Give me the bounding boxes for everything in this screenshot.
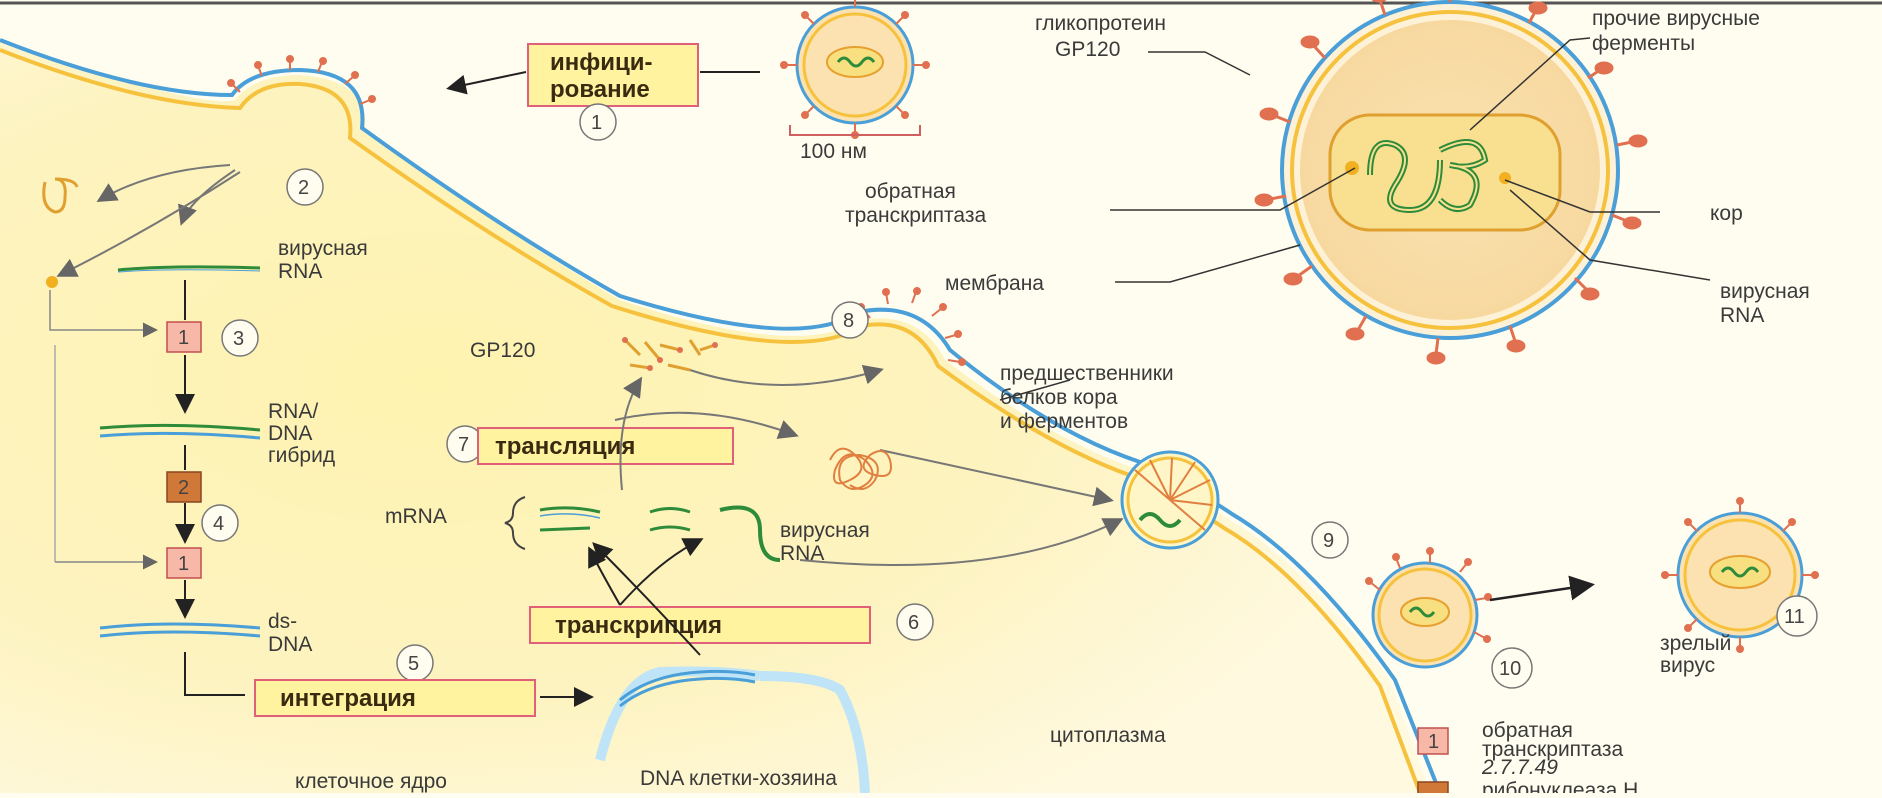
- maturation-arrow: [1490, 585, 1590, 600]
- step-number-8: 8: [843, 310, 854, 332]
- reverse-transcriptase-dot: [46, 276, 58, 288]
- viral-rna-top-label-1: вирусная: [1720, 280, 1810, 303]
- viral-rna-top-label-2: RNA: [1720, 304, 1764, 327]
- hybrid-label-1: RNA/: [268, 400, 318, 423]
- host-dna-label: DNA клетки-хозяина: [640, 767, 837, 790]
- legend-swatch-2: [1418, 782, 1448, 793]
- mature-virus-label-1: зрелый: [1660, 632, 1731, 655]
- legend: 1 обратная транскриптаза 2.7.7.49 рибону…: [1418, 719, 1638, 793]
- legend-2-line: рибонуклеаза Н: [1482, 779, 1638, 793]
- enzyme-number-1a: 1: [178, 327, 189, 349]
- bud-9: [1122, 452, 1218, 548]
- translation-label: трансляция: [495, 433, 635, 460]
- scale-label: 100 нм: [800, 140, 867, 163]
- integration-box: интеграция: [255, 680, 535, 716]
- step-number-3: 3: [233, 328, 244, 350]
- transcription-box: транскрипция: [530, 607, 870, 643]
- precursors-label-1: предшественники: [1000, 362, 1174, 385]
- step-number-7: 7: [458, 434, 469, 456]
- viral-rna-left-label-1: вирусная: [278, 237, 368, 260]
- translation-box: трансляция: [478, 428, 733, 464]
- ds-dna-label-2: DNA: [268, 633, 312, 656]
- other-enzymes-label-1: прочие вирусные: [1592, 7, 1760, 30]
- enzyme-number-1b: 1: [178, 553, 189, 575]
- legend-1-line-3: 2.7.7.49: [1481, 756, 1558, 779]
- core-label: кор: [1710, 202, 1743, 225]
- step-number-11: 11: [1784, 606, 1805, 628]
- cytoplasm-label: цитоплазма: [1050, 724, 1166, 747]
- cell-cytoplasm: [0, 40, 1430, 793]
- other-enzymes-label-2: ферменты: [1592, 32, 1695, 55]
- step-number-1: 1: [591, 112, 602, 134]
- viral-rna-left-label-2: RNA: [278, 260, 322, 283]
- infection-label-1: инфици-: [550, 49, 653, 76]
- precursors-label-3: и ферментов: [1000, 410, 1128, 433]
- small-virus-top: [781, 0, 929, 138]
- reverse-transcriptase-label-2: транскриптаза: [845, 204, 986, 227]
- integration-label: интеграция: [280, 685, 416, 712]
- step-number-9: 9: [1323, 530, 1334, 552]
- large-virus: [1256, 0, 1646, 363]
- capsid-core: [1330, 115, 1560, 230]
- step-number-6: 6: [908, 612, 919, 634]
- infection-arrow: [450, 72, 526, 88]
- viral-rna-mid-label-1: вирусная: [780, 519, 870, 542]
- infection-box: инфици- рование: [528, 44, 698, 106]
- enzyme-number-2: 2: [178, 477, 189, 499]
- reverse-transcriptase-label-1: обратная: [865, 180, 956, 203]
- transcription-label: транскрипция: [555, 612, 722, 639]
- hybrid-label-2: DNA: [268, 422, 312, 445]
- step-number-2: 2: [298, 177, 309, 199]
- budding-virus-10: [1366, 548, 1491, 667]
- mature-virus-label-2: вирус: [1660, 654, 1715, 677]
- glycoprotein-label-2: GP120: [1055, 38, 1120, 61]
- membrane-label: мембрана: [945, 272, 1044, 295]
- precursors-label-2: белков кора: [1000, 386, 1118, 409]
- glycoprotein-label-1: гликопротеин: [1035, 12, 1166, 35]
- ds-dna-label-1: ds-: [268, 610, 297, 633]
- step-number-4: 4: [213, 513, 224, 535]
- gp120-small-label: GP120: [470, 339, 535, 362]
- infection-label-2: рование: [550, 76, 650, 103]
- hybrid-label-3: гибрид: [268, 444, 335, 467]
- step-number-10: 10: [1499, 658, 1521, 680]
- step-number-5: 5: [408, 653, 419, 675]
- legend-number-1: 1: [1428, 731, 1439, 753]
- nucleus-label: клеточное ядро: [295, 770, 447, 793]
- mrna-label: mRNA: [385, 505, 447, 528]
